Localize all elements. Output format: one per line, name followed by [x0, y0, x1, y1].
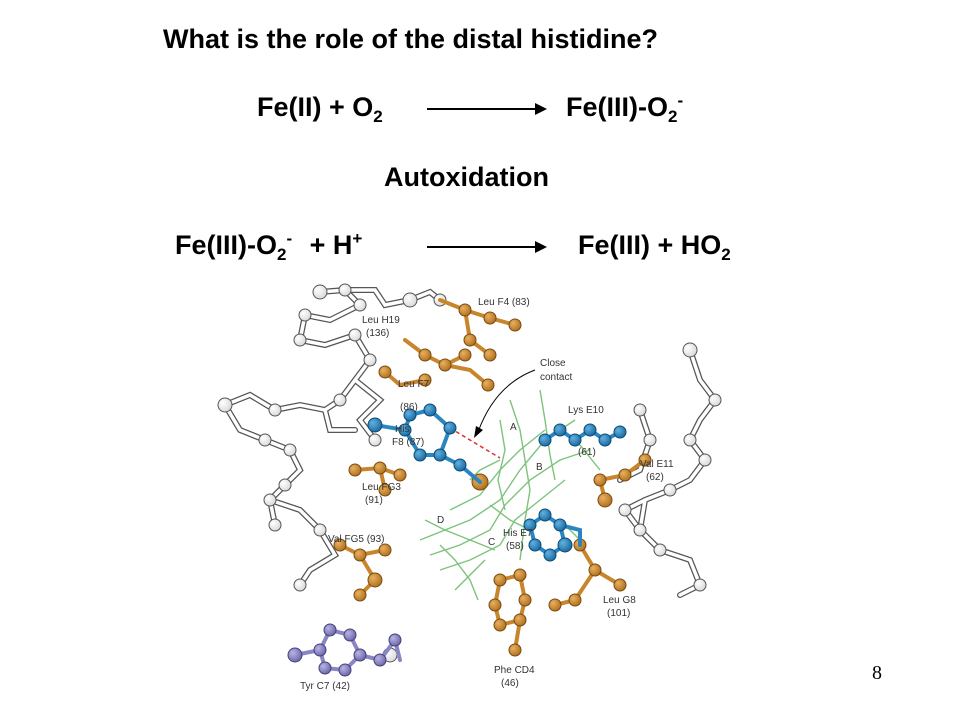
- backbone-atoms: [217, 283, 722, 663]
- eq1-right-sub: 2: [668, 107, 678, 126]
- label-phe-cd4-num: (46): [501, 678, 519, 689]
- reaction-arrow-1: [427, 103, 547, 115]
- eq1-left-sub: 2: [373, 107, 383, 126]
- label-close-contact-1: Close: [540, 358, 566, 369]
- eq2-right-base: Fe(III) + HO: [578, 230, 722, 260]
- eq2-h-sup: +: [352, 229, 363, 248]
- page-number: 8: [872, 662, 882, 684]
- close-contact-pointer: [477, 369, 536, 433]
- equation-1-right: Fe(III)-O2-: [566, 91, 684, 126]
- close-contact-line: [449, 427, 501, 459]
- label-val-e11-num: (62): [646, 472, 664, 483]
- label-his-f8-num: F8 (87): [392, 437, 424, 448]
- label-leu-f7: Leu F7: [398, 379, 430, 390]
- label-leu-f7-num: (86): [400, 402, 418, 413]
- label-val-fg5: Val FG5 (93): [328, 534, 385, 545]
- equation-2-right: Fe(III) + HO2: [578, 230, 731, 264]
- eq2-left-sub: 2: [277, 245, 287, 264]
- reaction-arrow-2: [427, 241, 547, 253]
- eq2-left-sup: -: [286, 229, 293, 248]
- equation-1-left: Fe(II) + O2: [257, 92, 383, 126]
- equation-2-left: Fe(III)-O2- + H+: [175, 229, 363, 264]
- autoxidation-label: Autoxidation: [384, 162, 549, 192]
- close-contact-arrowhead: [474, 426, 483, 438]
- histidine-atoms: [367, 403, 627, 562]
- label-leu-fg3-num: (91): [365, 495, 383, 506]
- eq2-left-base: Fe(III)-O: [175, 230, 277, 260]
- heme-group: [419, 389, 601, 601]
- label-lys-e10-num: (61): [578, 447, 596, 458]
- eq1-right-sup: -: [677, 91, 684, 110]
- label-leu-h19-num: (136): [366, 328, 389, 339]
- label-leu-h19: Leu H19: [362, 315, 400, 326]
- label-leu-g8: Leu G8: [603, 595, 636, 606]
- tyrosine-atoms: [287, 623, 402, 677]
- eq1-right-base: Fe(III)-O: [566, 92, 668, 122]
- label-his-f8: His: [395, 424, 409, 435]
- label-leu-fg3: Leu FG3: [362, 482, 401, 493]
- eq2-right-sub: 2: [721, 245, 731, 264]
- label-tyr-c7: Tyr C7 (42): [300, 681, 350, 692]
- label-phe-cd4: Phe CD4: [494, 665, 535, 676]
- label-leu-g8-num: (101): [607, 608, 630, 619]
- label-ring-a: A: [510, 422, 517, 433]
- slide-title: What is the role of the distal histidine…: [163, 24, 659, 54]
- label-his-e7: His E7: [503, 528, 533, 539]
- label-his-e7-num: (58): [506, 541, 524, 552]
- label-close-contact-2: contact: [540, 372, 572, 383]
- label-ring-c: C: [488, 537, 495, 548]
- label-ring-d: D: [437, 515, 444, 526]
- histidine-bonds: [373, 407, 622, 558]
- label-ring-b: B: [536, 462, 543, 473]
- label-lys-e10: Lys E10: [568, 405, 604, 416]
- leucine-atoms: [333, 303, 652, 657]
- label-leu-f4: Leu F4 (83): [478, 297, 530, 308]
- eq1-left-base: Fe(II) + O: [257, 92, 374, 122]
- residue-labels: Leu F4 (83) Leu H19 (136) Close contact …: [300, 297, 674, 692]
- label-val-e11: Val E11: [640, 459, 674, 470]
- eq2-plus-h: + H: [302, 230, 353, 260]
